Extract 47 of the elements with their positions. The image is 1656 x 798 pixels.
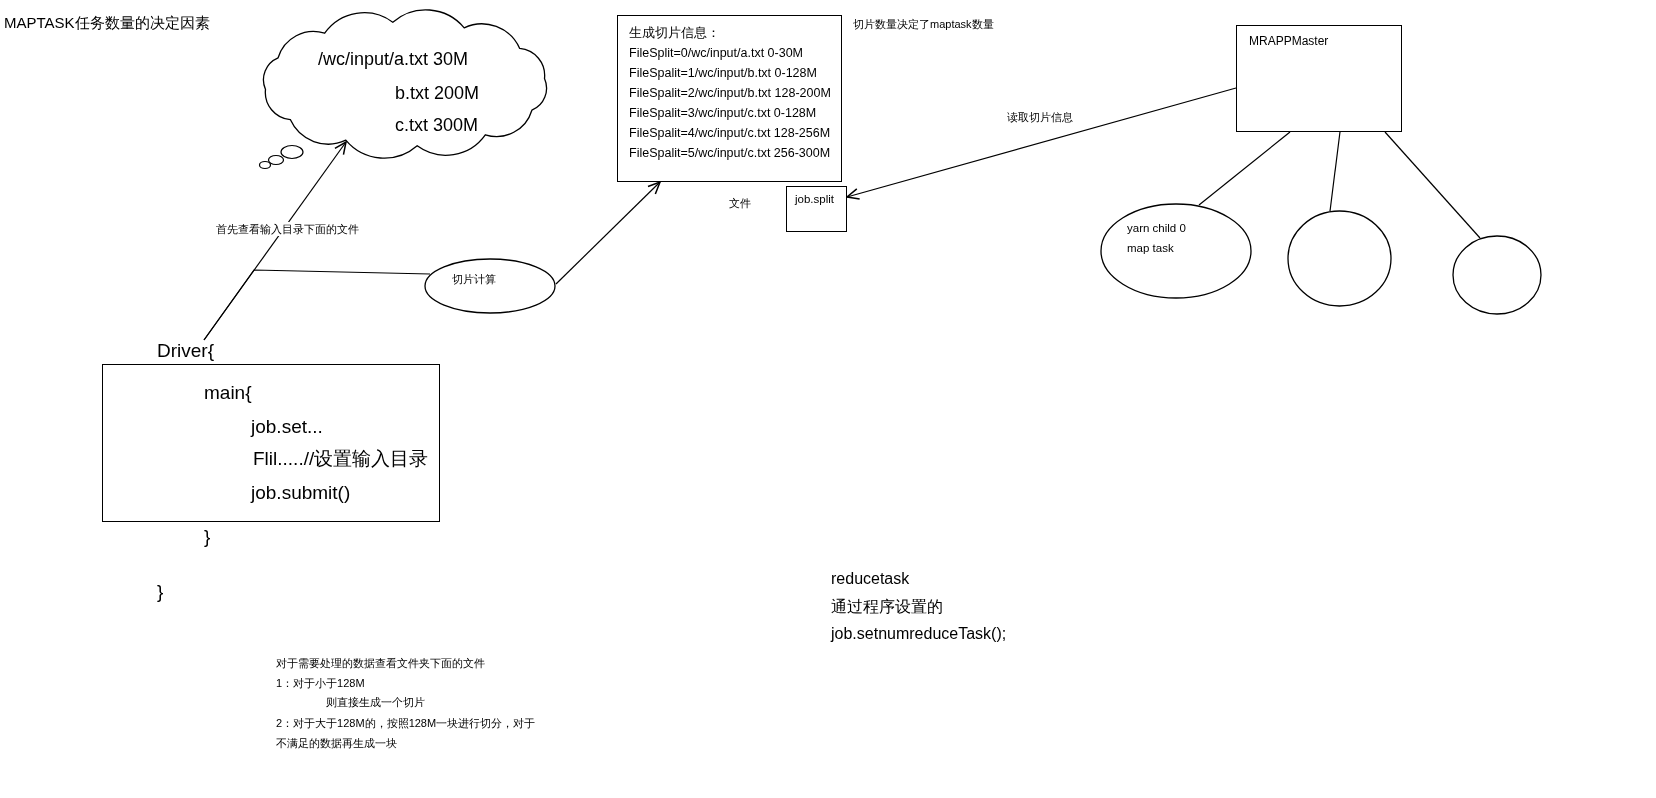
closing-brace: } (204, 526, 211, 548)
code-line: job.submit() (251, 482, 351, 504)
empty-circle (1452, 235, 1542, 315)
note-text: 对于需要处理的数据查看文件夹下面的文件 (276, 656, 485, 670)
process-box (1236, 25, 1402, 132)
note-text: 1：对于小于128M (276, 676, 365, 690)
note-text: 通过程序设置的 (831, 598, 943, 616)
box-label: MRAPPMaster (1249, 34, 1329, 49)
split-entry: FileSpalit=1/wc/input/b.txt 0-128M (629, 65, 817, 81)
edge-label: 读取切片信息 (1005, 110, 1075, 124)
note-text: 2：对于大于128M的，按照128M一块进行切分，对于不满足的数据再生成一块 (276, 716, 537, 751)
process-ellipse (424, 258, 556, 314)
edge-label: 首先查看输入目录下面的文件 (214, 222, 361, 236)
code-line: Flil.....//设置输入目录 (253, 448, 429, 470)
file-box (786, 186, 847, 232)
split-entry: FileSplit=0/wc/input/a.txt 0-30M (629, 45, 804, 61)
connector-line (1329, 131, 1341, 212)
code-note: job.setnumreduceTask(); (831, 625, 1007, 643)
cloud-text: c.txt 300M (395, 114, 479, 136)
diagram-title: MAPTASK任务数量的决定因素 (4, 13, 210, 32)
code-line: job.set... (251, 416, 323, 438)
ellipse-label: 切片计算 (452, 272, 496, 286)
split-entry: FileSpalit=5/wc/input/c.txt 256-300M (629, 145, 831, 161)
cloud-text: /wc/input/a.txt 30M (318, 48, 469, 70)
note-text: reducetask (831, 570, 910, 588)
box-label: job.split (795, 192, 834, 206)
ellipse-label: yarn child 0 (1127, 221, 1186, 235)
empty-circle (1287, 210, 1392, 307)
closing-brace: } (157, 581, 164, 603)
split-entry: FileSpalit=2/wc/input/b.txt 128-200M (629, 85, 831, 101)
connector-line (1198, 131, 1291, 206)
arrow (846, 87, 1237, 200)
cloud-text: b.txt 200M (395, 82, 480, 104)
code-line: Driver{ (157, 340, 214, 362)
connector-line (1384, 131, 1481, 239)
connector-line (203, 269, 431, 341)
task-ellipse (1100, 203, 1252, 299)
annotation-text: 切片数量决定了maptask数量 (853, 17, 994, 31)
code-line: main{ (204, 382, 252, 404)
ellipse-label: map task (1127, 241, 1174, 255)
arrow (555, 181, 661, 285)
split-entry: FileSpalit=3/wc/input/c.txt 0-128M (629, 105, 817, 121)
split-entry: FileSpalit=4/wc/input/c.txt 128-256M (629, 125, 831, 141)
file-caption: 文件 (729, 196, 751, 210)
note-text: 则直接生成一个切片 (326, 695, 425, 709)
split-entry: 生成切片信息： (629, 25, 720, 41)
split-info-box (617, 15, 842, 182)
